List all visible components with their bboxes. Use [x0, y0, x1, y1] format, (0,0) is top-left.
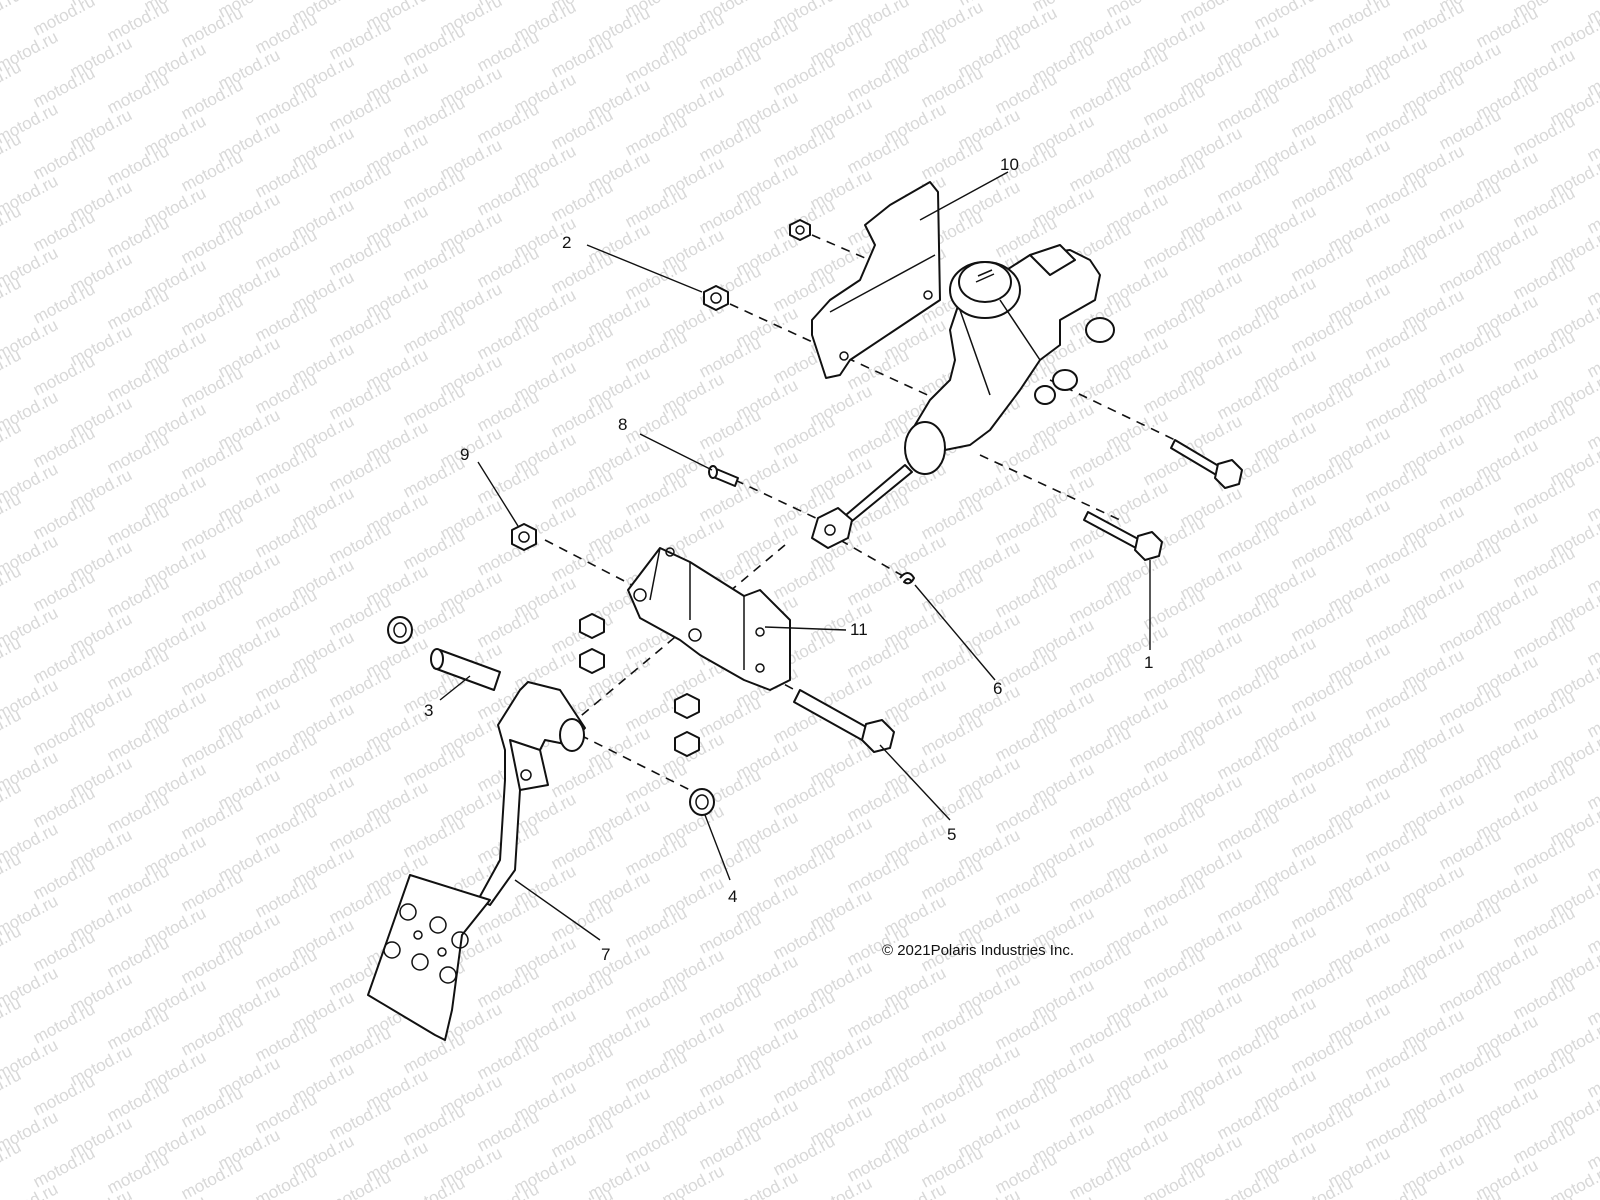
callout-4: 4	[728, 887, 737, 906]
bushing-4	[689, 788, 715, 816]
callout-9: 9	[460, 445, 469, 464]
callouts: 10 2 8 9 11 1 6 3 5 4 7	[424, 155, 1153, 964]
leader-lines	[439, 171, 1151, 941]
callout-5: 5	[947, 825, 956, 844]
flange-nut-2	[703, 285, 729, 311]
bolt-1-lower	[1083, 511, 1163, 561]
heat-shield-bracket	[811, 181, 941, 379]
callout-3: 3	[424, 701, 433, 720]
callout-1: 1	[1144, 653, 1153, 672]
brake-pedal-arm	[477, 681, 586, 906]
bolt-1-upper	[1170, 439, 1243, 489]
pedal-mount-bracket	[627, 547, 791, 691]
pivot-bolt-5	[793, 689, 895, 753]
flange-nut-upper	[789, 219, 811, 241]
clevis-pin	[708, 465, 739, 487]
callout-2: 2	[562, 233, 571, 252]
callout-6: 6	[993, 679, 1002, 698]
retaining-clip	[899, 572, 915, 585]
callout-11: 11	[850, 620, 868, 639]
master-cylinder	[811, 244, 1115, 549]
pivot-sleeve	[430, 648, 501, 691]
callout-10: 10	[1000, 155, 1019, 174]
pedal-pad	[367, 874, 491, 1041]
flange-nuts-cluster	[579, 613, 700, 757]
callout-7: 7	[601, 945, 610, 964]
callout-8: 8	[618, 415, 627, 434]
bushing-3	[387, 616, 413, 644]
lock-nut-9	[511, 523, 537, 551]
copyright-notice: © 2021Polaris Industries Inc.	[882, 942, 1074, 959]
